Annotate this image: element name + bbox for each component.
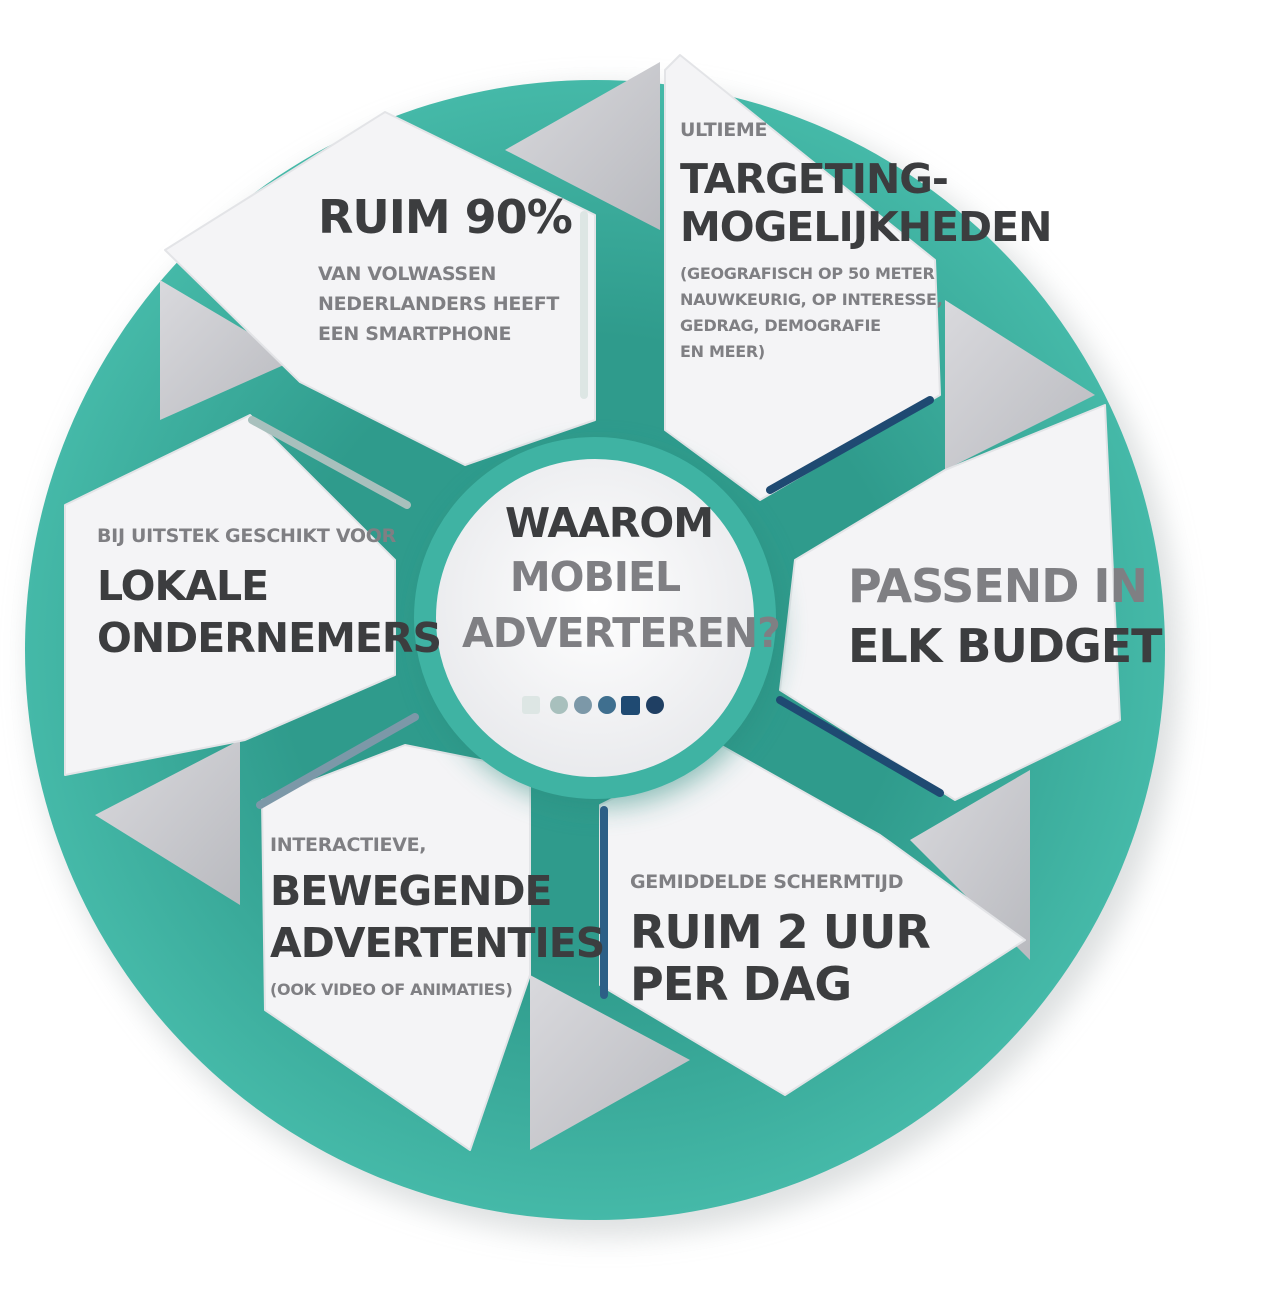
targeting-detail3: GEDRAG, DEMOGRAFIE [680,316,881,335]
hub [414,437,776,799]
screentime-pre: GEMIDDELDE SCHERMTIJD [630,871,904,893]
hub-dots [522,696,664,715]
fold-upper-right [945,300,1095,470]
targeting-headline2: MOGELIJKHEDEN [680,203,1052,251]
dot-6 [646,696,664,714]
targeting-detail2: NAUWKEURIG, OP INTERESSE, [680,290,943,309]
interactive-detail: (OOK VIDEO OF ANIMATIES) [270,980,513,999]
screentime-headline2: PER DAG [630,957,852,1011]
panel-smartphone [164,111,596,466]
dot-1 [522,696,540,714]
bar-interactive [256,713,419,809]
dot-3 [574,696,592,714]
panel-local [64,414,396,776]
budget-line2: ELK BUDGET [848,619,1163,673]
center-title-line3: ADVERTEREN? [462,609,781,657]
center-title-line2: MOBIEL [509,553,681,601]
local-pre: BIJ UITSTEK GESCHIKT VOOR [97,525,396,547]
fold-shadows [95,62,1095,1150]
smartphone-line3: EEN SMARTPHONE [318,323,512,345]
targeting-headline1: TARGETING- [680,155,949,203]
dot-4 [598,696,616,714]
budget-line1: PASSEND IN [848,559,1148,613]
bar-budget [776,696,944,797]
smartphone-line1: VAN VOLWASSEN [318,263,497,285]
panels [64,54,1121,1151]
smartphone-headline: RUIM 90% [318,190,573,244]
fold-lower-right [910,770,1030,960]
dot-2 [550,696,568,714]
screentime-headline1: RUIM 2 UUR [630,905,931,959]
interactive-pre: INTERACTIEVE, [270,834,427,856]
local-headline2: ONDERNEMERS [97,614,442,662]
targeting-detail1: (GEOGRAFISCH OP 50 METER [680,264,935,283]
targeting-detail4: EN MEER) [680,342,765,361]
panel-budget [779,404,1121,801]
fold-top [505,62,660,230]
interactive-headline2: ADVERTENTIES [270,919,605,967]
bar-targeting [766,396,934,494]
panel-interactive [261,744,531,1151]
local-headline1: LOKALE [97,562,269,610]
panel-targeting [664,54,941,501]
accent-bars [248,211,944,999]
bar-local [248,416,411,509]
fold-lower-left [95,740,240,905]
center-title-line1: WAAROM [505,499,714,547]
interactive-headline1: BEWEGENDE [270,867,553,915]
dot-5 [621,696,640,715]
targeting-pre: ULTIEME [680,119,768,141]
fold-bottom [530,975,690,1150]
fold-upper-left [160,280,295,420]
smartphone-line2: NEDERLANDERS HEEFT [318,293,560,315]
